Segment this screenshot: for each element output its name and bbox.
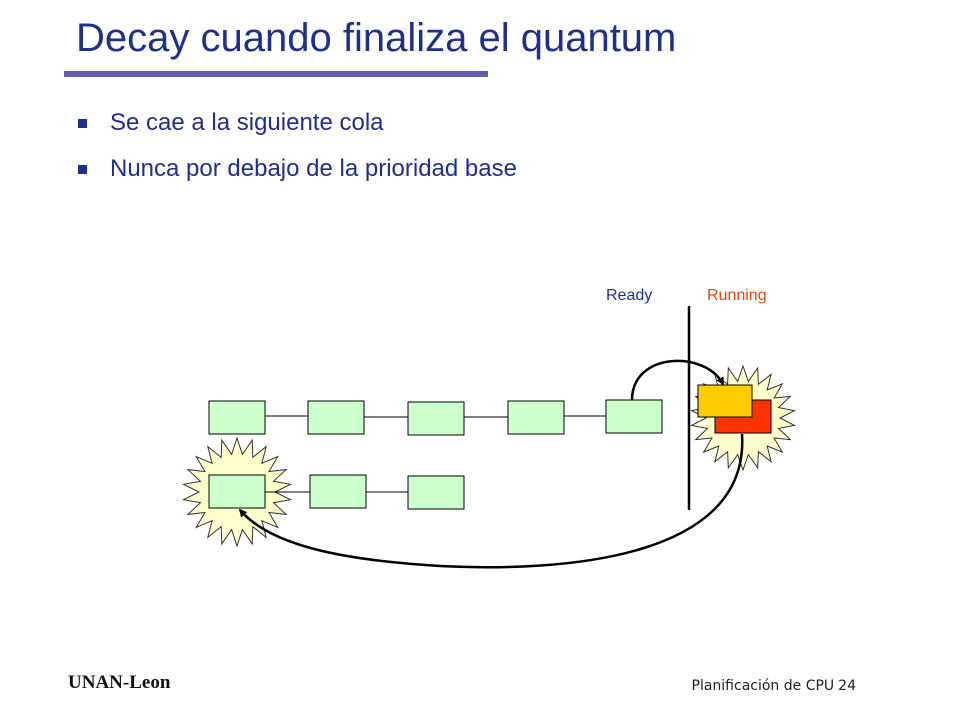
title-underline xyxy=(64,71,488,77)
running-process-front xyxy=(697,384,753,418)
ready-label: Ready xyxy=(606,287,653,304)
bullet-item: Se cae a la siguiente cola xyxy=(78,106,517,152)
square-bullet-icon xyxy=(78,165,87,174)
process-box xyxy=(309,474,367,509)
slide-title: Decay cuando finaliza el quantum xyxy=(76,16,677,60)
decay-arrow xyxy=(238,433,744,569)
process-box xyxy=(208,400,266,435)
process-box xyxy=(407,401,465,436)
section-title: Planificación de CPU xyxy=(691,678,835,694)
process-box xyxy=(605,399,663,434)
bullet-text: Se cae a la siguiente cola xyxy=(110,109,384,136)
bullet-text: Nunca por debajo de la prioridad base xyxy=(110,155,517,182)
upper-queue-links xyxy=(265,415,606,418)
institution-label: UNAN-Leon xyxy=(68,672,171,693)
dispatch-arrow xyxy=(630,359,725,401)
process-box-demoted xyxy=(208,474,266,509)
running-label: Running xyxy=(707,287,767,304)
square-bullet-icon xyxy=(78,119,87,128)
bullet-list: Se cae a la siguiente cola Nunca por deb… xyxy=(78,106,517,198)
lower-queue xyxy=(208,474,465,510)
process-box xyxy=(307,400,365,435)
page-number: 24 xyxy=(838,678,856,694)
process-box xyxy=(407,475,465,510)
process-box xyxy=(507,400,565,435)
upper-queue xyxy=(208,399,663,436)
bullet-item: Nunca por debajo de la prioridad base xyxy=(78,152,517,198)
